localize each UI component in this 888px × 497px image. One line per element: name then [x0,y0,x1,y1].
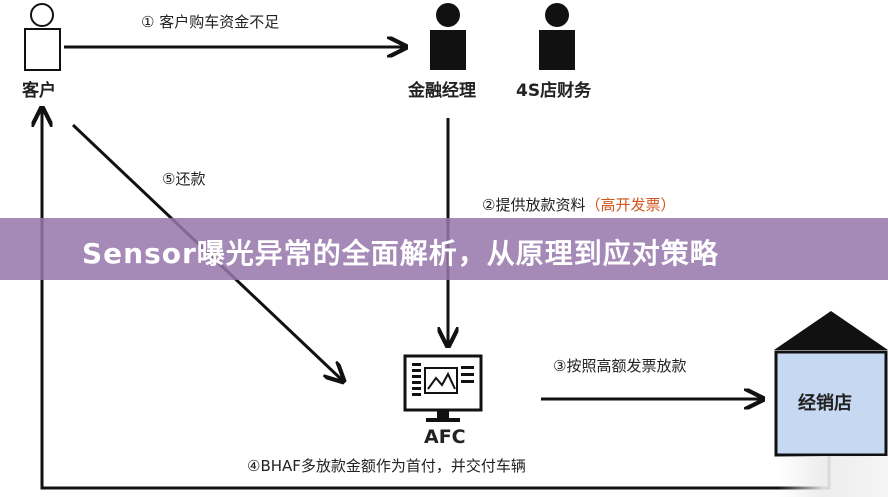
dealer-house-icon [774,311,888,457]
step2-text: ②提供放款资料 [482,196,586,214]
finance-manager-person-icon [430,3,466,70]
finance-manager-label: 金融经理 [408,81,476,101]
watermark [778,456,888,497]
dealer-label: 经销店 [798,393,852,414]
customer-label: 客户 [22,81,56,101]
afc-monitor-icon [403,354,483,422]
step4-label: ④BHAF多放款金额作为首付，并交付车辆 [247,457,526,475]
step3-label: ③按照高额发票放款 [553,357,687,375]
store-finance-person-icon [539,3,575,70]
step2-label: ②提供放款资料（高开发票） [482,194,675,215]
title-banner [0,218,888,280]
step5-label: ⑤还款 [162,170,206,188]
store-finance-label: 4S店财务 [516,81,592,101]
customer-person-icon [24,3,61,71]
banner-title: Sensor曝光异常的全面解析，从原理到应对策略 [82,237,719,270]
afc-label: AFC [424,426,466,448]
step1-label: ① 客户购车资金不足 [141,13,280,31]
step2-note: （高开发票） [585,196,676,214]
